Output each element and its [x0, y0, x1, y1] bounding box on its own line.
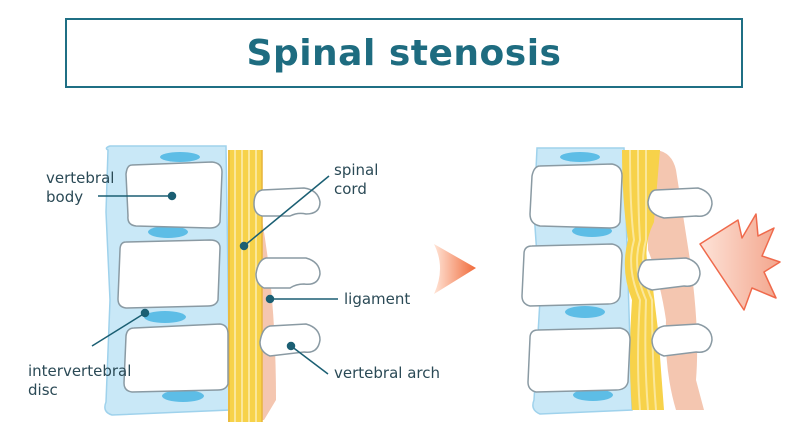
disc-core — [162, 390, 204, 402]
leader-lines — [91, 175, 338, 375]
vertebral-body — [529, 163, 623, 229]
disc-core — [573, 389, 613, 401]
vertebral-arch — [651, 323, 713, 357]
disc-core — [160, 152, 200, 162]
normal-spine — [104, 145, 321, 422]
label-vertebral-body: vertebral body — [46, 169, 115, 206]
vertebral-body — [527, 327, 631, 393]
label-intervertebral-disc: intervertebral disc — [28, 362, 132, 399]
vertebral-arch — [647, 187, 713, 219]
disc-core — [144, 311, 186, 323]
disc-core — [565, 306, 605, 318]
vertebral-body — [117, 239, 221, 309]
disc-core — [560, 152, 600, 162]
disc-core — [148, 226, 188, 238]
stenosis-spine — [521, 147, 781, 415]
label-spinal-cord: spinal cord — [334, 161, 379, 198]
label-vertebral-arch: vertebral arch — [334, 364, 440, 382]
vertebral-arch — [637, 257, 701, 291]
page-title: Spinal stenosis — [246, 32, 562, 74]
pain-burst-icon — [699, 213, 781, 311]
vertebral-body — [521, 243, 623, 307]
vertebral-arch — [255, 257, 321, 289]
vertebral-body — [123, 323, 229, 393]
label-ligament: ligament — [344, 290, 411, 308]
vertebral-arch — [253, 187, 321, 217]
title-box: Spinal stenosis — [65, 18, 743, 88]
transition-arrow — [434, 244, 476, 294]
vertebral-arch — [259, 323, 321, 357]
